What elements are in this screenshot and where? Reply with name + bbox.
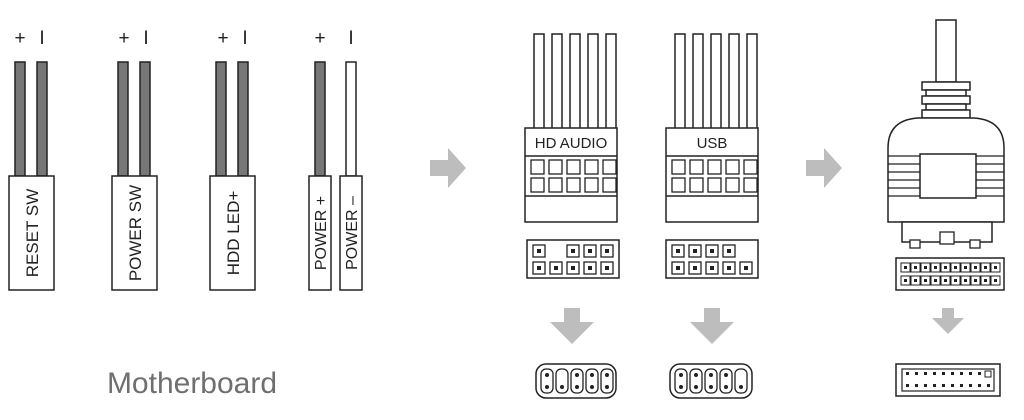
usb-wires [674,33,758,131]
usb-housing [665,127,759,223]
power-led-minus-housing [339,175,363,291]
hdd-led-plus-symbol: + [217,28,228,49]
power-sw-housing [111,175,158,291]
reset-sw-label: RESET SW [23,189,42,277]
hdd-led-label: HDD LED+ [224,191,243,276]
power-led-plus-wire [314,61,326,177]
power-led-minus-label: POWER – [344,196,361,270]
reset-sw-wire-1 [14,61,26,177]
usb-label: USB [697,135,728,152]
power-led-plus-housing [308,175,332,291]
hd-audio-socket [535,363,617,399]
motherboard-caption: Motherboard [107,367,277,400]
power-sw-minus-symbol: I [143,28,148,49]
arrow-down-icon [690,308,734,344]
hd-audio-slots [530,159,617,193]
usb3-header [895,257,1005,291]
power-sw-plus-symbol: + [118,28,129,49]
usb-slots [671,159,758,193]
hd-audio-housing [524,127,618,223]
power-led-connector: + I POWER + POWER – [308,28,363,291]
reset-sw-plus-symbol: + [14,28,25,49]
arrow-right-icon [806,148,842,188]
hd-audio-wires [533,33,617,131]
usb-group: USB [665,33,759,399]
hdd-led-wire-2 [237,61,249,177]
arrow-down-icon [932,308,964,334]
hdd-led-minus-symbol: I [242,28,247,49]
usb-socket [669,363,753,399]
reset-sw-wire-2 [36,61,48,177]
reset-sw-connector: + I RESET SW [8,28,55,291]
power-led-plus-symbol: + [314,28,325,49]
usb3-group [887,19,1005,397]
power-sw-connector: + I POWER SW [111,28,158,291]
power-led-plus-label: POWER + [313,196,330,270]
hd-audio-label: HD AUDIO [535,135,608,152]
power-sw-wire-1 [117,61,129,177]
hd-audio-header [526,239,620,279]
power-led-minus-symbol: I [348,28,353,49]
power-led-minus-wire [345,61,357,177]
arrow-right-icon [430,148,466,188]
reset-sw-housing [8,175,55,291]
power-sw-label: POWER SW [126,185,145,281]
arrow-down-icon [550,308,594,344]
hdd-led-wire-1 [215,61,227,177]
hd-audio-group: HD AUDIO [524,33,620,399]
usb-header [665,239,759,279]
usb3-cable [935,19,957,83]
hdd-led-connector: + I HDD LED+ [209,28,256,291]
front-panel-group: + I RESET SW + I POWER SW + I [8,28,363,400]
power-sw-wire-2 [139,61,151,177]
usb3-socket [895,363,1001,397]
reset-sw-minus-symbol: I [39,28,44,49]
hdd-led-housing [209,175,256,291]
